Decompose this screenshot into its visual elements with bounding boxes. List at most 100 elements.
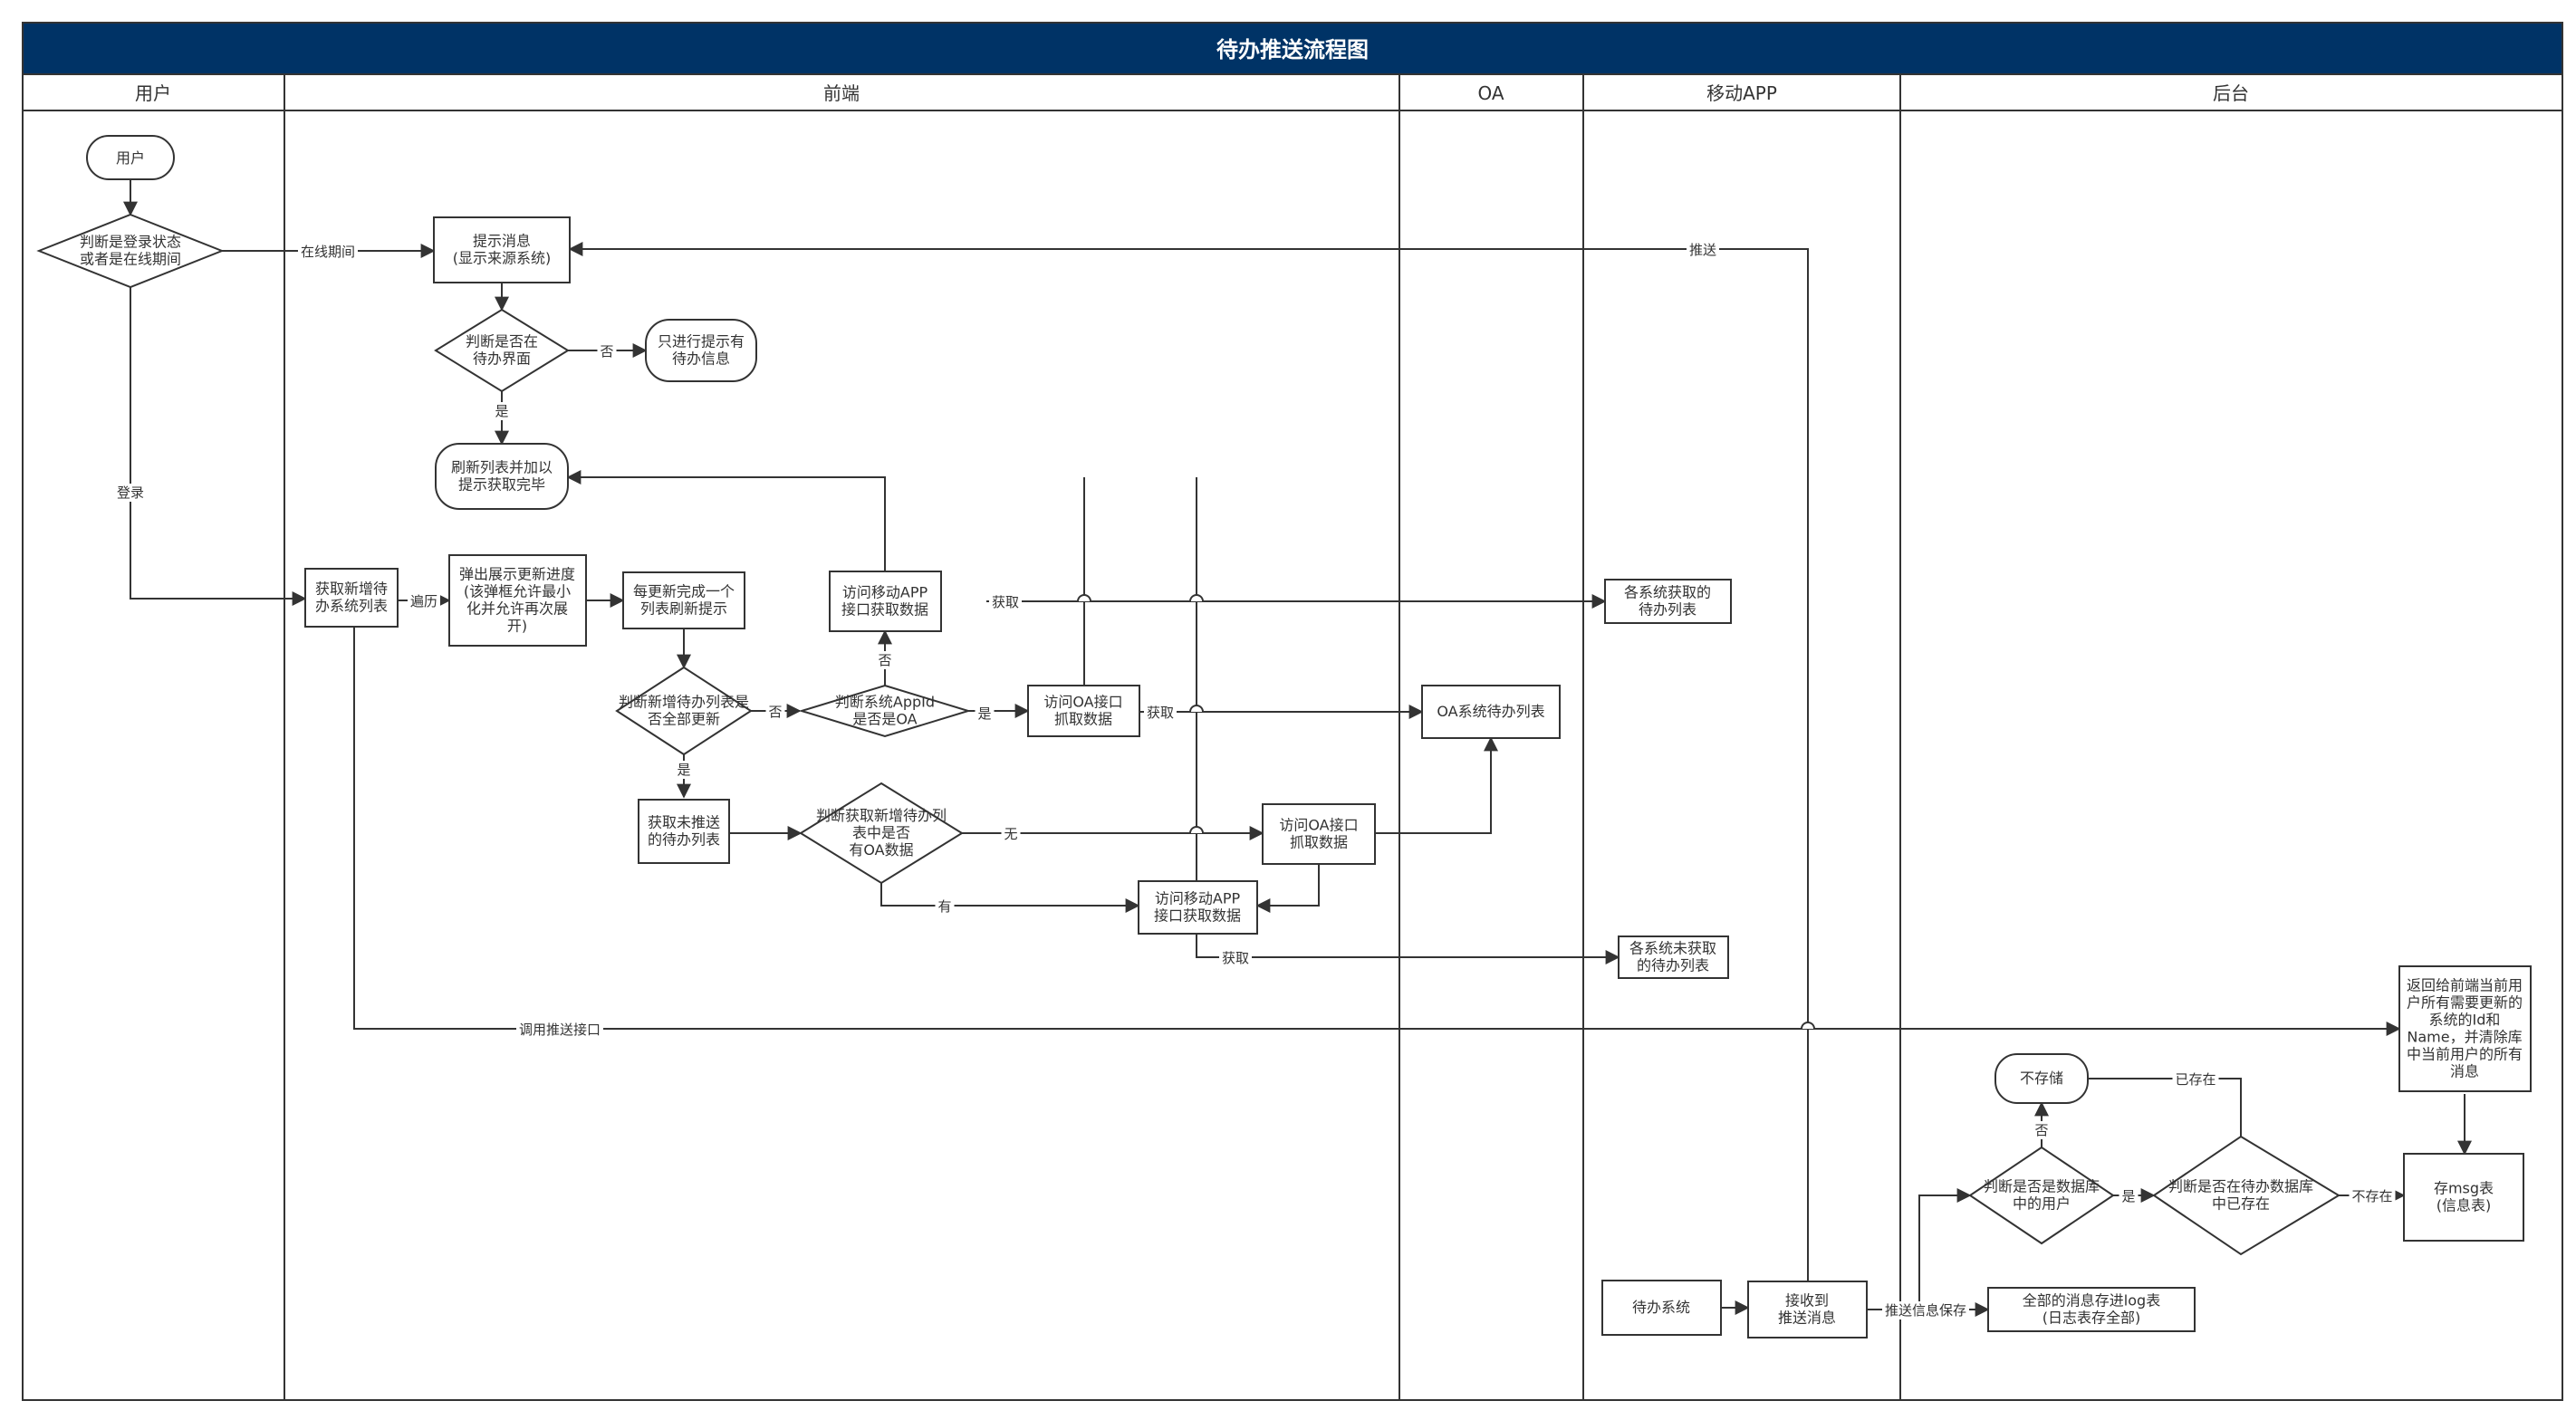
node-receive-push[interactable] [1747, 1281, 1868, 1338]
node-no-store[interactable] [1994, 1053, 2089, 1104]
edge-label-fetch1: 获取 [992, 594, 1019, 610]
node-text-line: 待办信息 [672, 350, 730, 368]
node-text-line: 表中是否 [852, 824, 910, 841]
node-text-line: 户所有需要更新的 [2407, 994, 2523, 1012]
node-text-line: 各系统获取的 [1624, 584, 1711, 601]
node-visit-app-2[interactable] [1138, 880, 1258, 935]
node-text-line: 判断是否是数据库 [1984, 1178, 2100, 1195]
node-check-db-user[interactable] [1968, 1146, 2115, 1245]
node-check-appid[interactable] [798, 684, 972, 738]
node-text-line: 获取新增待 [315, 580, 388, 598]
node-check-db-user-text: 判断是否是数据库中的用户 [1984, 1178, 2100, 1213]
node-visit-oa-1[interactable] [1027, 685, 1140, 737]
edge-has-oa-has [880, 883, 1140, 913]
edge-label-no1: 否 [600, 343, 613, 360]
node-only-prompt[interactable] [645, 319, 757, 382]
node-visit-app-1[interactable] [829, 571, 942, 632]
node-return-frontend[interactable] [2398, 965, 2532, 1092]
edge-label-exists: 已存在 [2175, 1071, 2216, 1088]
node-text-line: 不存储 [2020, 1070, 2063, 1087]
diagram-title: 待办推送流程图 [1216, 37, 1369, 62]
node-visit-oa-2[interactable] [1262, 803, 1376, 865]
node-text-line: 判断是否在 [466, 333, 538, 350]
node-show-msg-text: 提示消息(显示来源系统) [453, 233, 552, 267]
edge-labels: 在线期间 登录 推送 否 是 遍历 否 是 否 是 获取 获取 无 有 获取 调… [113, 241, 2396, 1319]
node-check-has-oa[interactable] [799, 782, 964, 885]
edge-label-fetch2: 获取 [1147, 705, 1174, 721]
edge-label-none: 无 [1004, 826, 1017, 842]
edge-label-yes2: 是 [677, 762, 690, 778]
node-todo-system[interactable] [1601, 1280, 1722, 1336]
node-check-all-updated[interactable] [615, 666, 753, 756]
node-get-new-list[interactable] [304, 568, 399, 628]
node-systems-fetched-text: 各系统获取的待办列表 [1624, 584, 1711, 619]
node-store-msg[interactable] [2403, 1153, 2524, 1242]
line-jump [1189, 705, 1204, 713]
node-check-exists[interactable] [2152, 1135, 2341, 1256]
edge-label-has: 有 [937, 898, 951, 915]
node-in-todo-page[interactable] [434, 308, 570, 393]
node-text-line: 化并允许再次展 [466, 600, 568, 618]
node-refresh-list-text: 刷新列表并加以提示获取完毕 [451, 459, 553, 494]
node-log-all[interactable] [1987, 1287, 2196, 1332]
node-user-start-text: 用户 [116, 149, 145, 167]
edge-label-bg [2032, 1121, 2052, 1139]
node-text-line: 列表刷新提示 [640, 600, 727, 618]
node-systems-unfetched[interactable] [1618, 935, 1729, 979]
node-text-line: 中当前用户的所有 [2407, 1046, 2523, 1063]
node-per-update[interactable] [622, 571, 745, 629]
node-text-line: (该弹框允许最小 [464, 583, 571, 600]
node-systems-fetched[interactable] [1604, 579, 1732, 624]
edge-label-bg [297, 243, 359, 261]
node-text-line: 返回给前端当前用 [2407, 977, 2523, 994]
node-refresh-list[interactable] [435, 443, 569, 510]
edge-label-bg [407, 592, 441, 610]
node-text-line: 消息 [2450, 1063, 2479, 1080]
node-text-line: 弹出展示更新进度 [459, 566, 575, 583]
node-text-line: 待办系统 [1632, 1299, 1690, 1316]
edge-visit-oa2-to-visit-app2 [1255, 864, 1320, 913]
node-oa-todo-list-text: OA系统待办列表 [1437, 703, 1544, 720]
edge-visit-app1-to-refresh [566, 470, 886, 571]
node-text-line: 判断是登录状态 [80, 234, 181, 251]
edge-label-bg [674, 761, 694, 779]
edge-label-yes1: 是 [495, 403, 508, 419]
node-user-start[interactable] [86, 135, 175, 180]
node-text-line: 接收到 [1785, 1292, 1829, 1310]
edge-label-bg [492, 402, 512, 420]
node-no-store-text: 不存储 [2020, 1070, 2063, 1087]
lane-header-backend: 后台 [2213, 82, 2249, 104]
edge-label-bg [2172, 1070, 2219, 1089]
node-text-line: 中已存在 [2212, 1195, 2270, 1213]
edge-label-bg [1143, 704, 1177, 722]
node-oa-todo-list[interactable] [1421, 685, 1561, 739]
edge-label-bg [875, 651, 895, 669]
node-per-update-text: 每更新完成一个列表刷新提示 [633, 583, 735, 618]
node-text-line: 是否是OA [852, 711, 917, 728]
lane-header-frontend: 前端 [823, 82, 860, 104]
node-text-line: 中的用户 [2013, 1195, 2071, 1213]
line-jump [1189, 826, 1204, 834]
edge-label-bg [2349, 1187, 2396, 1205]
node-log-all-text: 全部的消息存进log表(日志表存全部) [2023, 1292, 2160, 1327]
node-text-line: (日志表存全部) [2043, 1310, 2141, 1327]
node-check-login[interactable] [36, 213, 225, 289]
edge-label-bg [1881, 1301, 1970, 1319]
lane-header-oa: OA [1477, 82, 1504, 104]
node-text-line: 存msg表 [2434, 1180, 2494, 1197]
node-text-line: 判断获取新增待办列 [816, 807, 947, 824]
node-popup-progress[interactable] [448, 554, 587, 647]
edge-call-push [353, 627, 2401, 1036]
node-text-line: 的待办列表 [648, 831, 720, 849]
node-text-line: 访问移动APP [842, 584, 928, 601]
node-text-line: 或者是在线期间 [80, 251, 181, 268]
edge-visit-oa2-to-oa-list [1375, 736, 1498, 834]
node-get-unpushed[interactable] [638, 799, 730, 864]
line-jump [1801, 1022, 1815, 1030]
node-text-line: 有OA数据 [849, 841, 913, 859]
edge-label-bg [1001, 825, 1021, 843]
node-show-msg[interactable] [433, 216, 571, 283]
node-text-line: 只进行提示有 [658, 333, 745, 350]
